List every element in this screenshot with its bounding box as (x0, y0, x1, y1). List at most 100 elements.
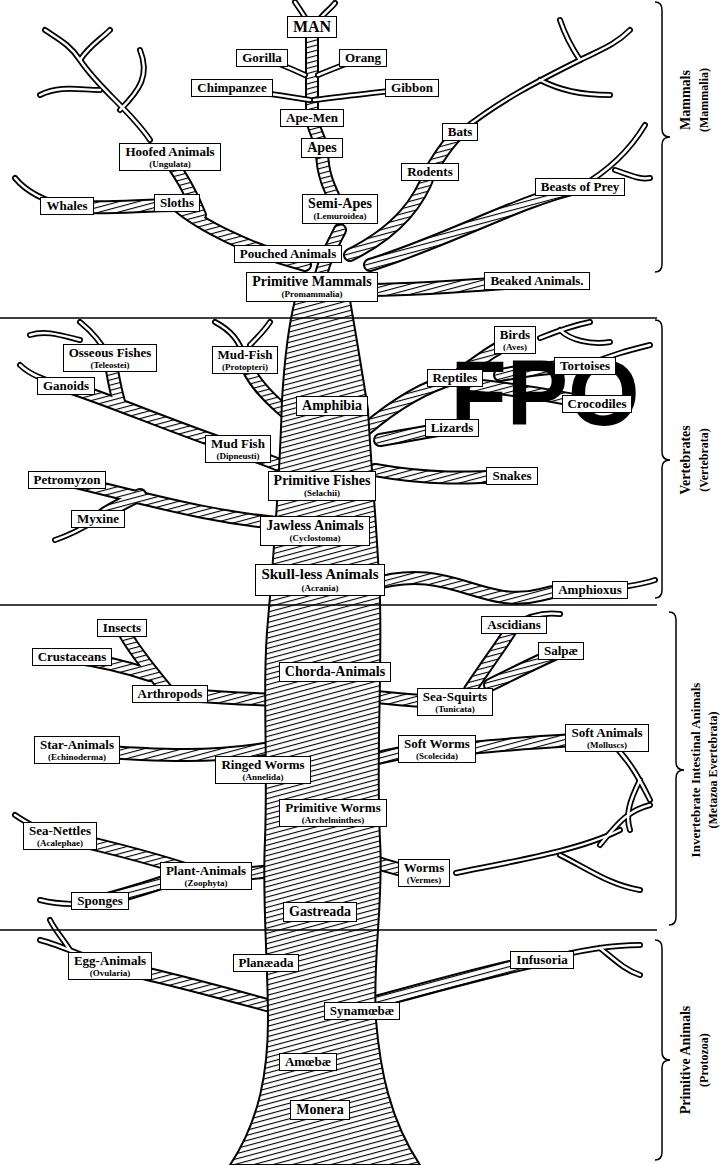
taxon-name: Hoofed Animals (125, 145, 214, 160)
taxon-box: Lizards (425, 419, 480, 438)
taxon-name: Semi-Apes (308, 196, 372, 212)
taxon-name: Pouched Animals (240, 247, 336, 262)
taxon-box: Sea-Nettles(Acalephae) (23, 822, 97, 851)
taxon-box: Sloths (154, 194, 200, 213)
latin-name: (Dipneusti) (211, 452, 265, 462)
taxon-box: Star-Animals(Echinoderma) (34, 736, 120, 765)
section-label: Mammals (678, 70, 693, 130)
taxon-name: Synamœbæ (330, 1004, 394, 1019)
latin-name: (Archelminthes) (285, 816, 380, 826)
latin-name: (Echinoderma) (40, 753, 114, 763)
latin-name: (Annelida) (221, 773, 304, 783)
section-label: (Metazoa Evertebrata) (707, 712, 720, 829)
taxon-name: Chimpanzee (197, 81, 266, 96)
taxon-box: Beasts of Prey (535, 178, 625, 197)
taxon-box: Worms(Vermes) (398, 859, 450, 888)
taxon-name: Rodents (407, 165, 453, 180)
taxon-box: Tortoises (554, 357, 616, 376)
taxon-name: Amœbæ (285, 1055, 331, 1070)
latin-name: (Zoophyta) (166, 879, 246, 889)
taxon-box: Rodents (401, 163, 459, 182)
taxon-box: Osseous Fishes(Teleostei) (63, 344, 158, 373)
taxon-name: Beasts of Prey (541, 180, 619, 195)
taxon-box: Bats (442, 123, 479, 142)
taxon-box: Gibbon (385, 79, 439, 98)
taxon-name: Crustaceans (38, 650, 107, 665)
taxon-name: Planæada (239, 956, 294, 971)
taxon-name: Apes (307, 140, 337, 156)
taxon-box: Insects (97, 619, 147, 638)
taxon-box: Primitive Fishes(Selachii) (268, 471, 377, 501)
taxon-name: Salpæ (544, 644, 578, 659)
section-label: Invertebrate Intestinal Animals (689, 683, 703, 858)
taxon-box: Reptiles (427, 369, 484, 388)
taxon-name: Jawless Animals (266, 518, 364, 534)
taxon-box: Arthropods (132, 685, 209, 704)
taxon-name: Egg-Animals (74, 954, 146, 969)
taxon-name: Beaked Animals. (490, 274, 583, 289)
taxon-name: Plant-Animals (166, 864, 246, 879)
taxon-box: Pouched Animals (234, 245, 342, 264)
taxon-name: Soft Worms (404, 737, 470, 752)
section-bracket (669, 612, 684, 925)
taxon-box: Infusoria (510, 951, 573, 970)
taxon-box: Hoofed Animals(Ungulata) (119, 143, 220, 172)
taxon-box: Ascidians (481, 616, 546, 635)
section-label: Primitive Animals (678, 1006, 693, 1115)
taxon-box: Ringed Worms(Annelida) (215, 756, 310, 785)
taxon-name: Ape-Men (286, 111, 338, 126)
taxon-name: Ganoids (43, 379, 89, 394)
taxon-name: Primitive Mammals (252, 274, 371, 290)
latin-name: (Scolecida) (404, 752, 470, 762)
latin-name: (Vermes) (404, 876, 444, 886)
section-bracket (655, 320, 670, 598)
taxon-box: Snakes (486, 467, 537, 486)
taxon-box: Amphibia (296, 396, 368, 416)
taxon-name: Lizards (431, 421, 474, 436)
taxon-box: Sponges (71, 892, 129, 911)
taxon-name: Monera (296, 1102, 343, 1118)
taxon-name: Star-Animals (40, 738, 114, 753)
taxon-box: Skull-less Animals(Acrania) (255, 564, 384, 595)
taxon-name: Bats (448, 125, 473, 140)
taxon-box: Gastreada (283, 902, 357, 922)
taxon-name: Sea-Nettles (29, 824, 91, 839)
taxon-name: Gastreada (289, 904, 351, 920)
taxon-box: Jawless Animals(Cyclostoma) (260, 516, 370, 546)
taxon-name: Reptiles (433, 371, 478, 386)
taxon-name: Osseous Fishes (69, 346, 152, 361)
taxon-name: Crocodiles (568, 397, 627, 412)
taxon-box: Petromyzon (28, 471, 107, 490)
latin-name: (Ungulata) (125, 160, 214, 170)
taxon-box: Synamœbæ (324, 1002, 400, 1021)
taxon-box: Myxine (71, 510, 125, 529)
taxon-name: Myxine (77, 512, 119, 527)
section-label: (Mammalia) (698, 68, 711, 132)
taxon-name: Primitive Fishes (274, 473, 371, 489)
taxon-name: Sea-Squirts (423, 690, 487, 705)
taxon-name: Gorilla (242, 51, 282, 66)
taxon-box: Amphioxus (552, 581, 628, 600)
taxon-name: Gibbon (391, 81, 433, 96)
taxon-name: MAN (293, 18, 331, 36)
taxon-name: Amphioxus (558, 583, 622, 598)
taxon-box: Primitive Mammals(Promammalia) (246, 272, 377, 302)
taxon-box: Salpæ (538, 642, 584, 661)
taxon-name: Orang (345, 51, 381, 66)
taxon-name: Sponges (77, 894, 123, 909)
section-label: (Vertebrata) (698, 428, 711, 492)
taxon-box: Beaked Animals. (484, 272, 589, 291)
latin-name: (Promammalia) (252, 290, 371, 300)
taxon-box: Egg-Animals(Ovularia) (68, 952, 152, 981)
taxon-box: Planæada (233, 954, 300, 973)
taxon-box: Birds(Aves) (494, 326, 536, 355)
taxon-box: Whales (40, 197, 93, 216)
taxon-box: Soft Animals(Molluscs) (565, 724, 648, 753)
taxon-box: Plant-Animals(Zoophyta) (160, 862, 252, 891)
section-bracket (655, 2, 670, 272)
taxon-name: Whales (46, 199, 87, 214)
taxon-box: Primitive Worms(Archelminthes) (279, 799, 386, 828)
taxon-box: Amœbæ (279, 1053, 337, 1072)
taxon-box: Gorilla (236, 49, 288, 68)
taxon-name: Birds (500, 328, 530, 343)
